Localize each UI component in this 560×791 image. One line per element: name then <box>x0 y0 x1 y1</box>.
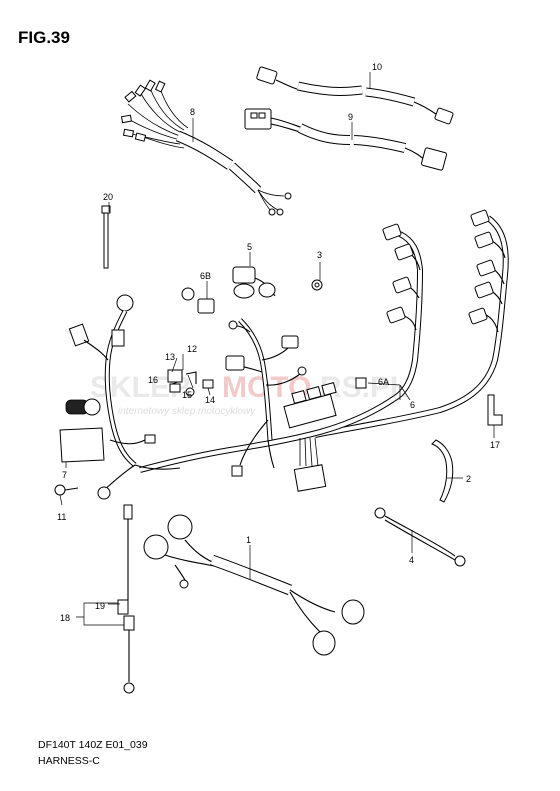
part-14-clip <box>202 379 214 389</box>
callout-5: 5 <box>247 242 252 252</box>
callout-1: 1 <box>246 535 251 545</box>
part-6-main-harness <box>139 209 509 492</box>
callout-6: 6 <box>410 400 415 410</box>
part-11-bolt <box>54 484 79 496</box>
callout-9: 9 <box>348 112 353 122</box>
part-6b-relay <box>181 287 215 314</box>
part-4-ground-wire <box>374 507 466 567</box>
footer-figure-code: DF140T 140Z E01_039 <box>38 739 148 751</box>
callout-16: 16 <box>148 375 158 385</box>
callout-6b: 6B <box>200 271 211 281</box>
part-10-harness <box>256 66 454 125</box>
watermark-tagline: internetowy sklep motocyklowy <box>118 406 256 417</box>
small-parts-12-16 <box>167 369 214 397</box>
figure-title: FIG.39 <box>18 28 70 47</box>
part-7-harness <box>59 294 181 500</box>
callout-labels: 10 9 8 20 5 3 6B 6A 6 12 13 16 15 14 7 1… <box>57 62 500 623</box>
callout-19: 19 <box>95 601 105 611</box>
part-15-nut <box>185 387 195 397</box>
callout-2: 2 <box>466 474 471 484</box>
part-8-harness <box>120 79 292 216</box>
parts-18-19-wire <box>117 504 135 694</box>
callout-20: 20 <box>103 192 113 202</box>
callout-6a: 6A <box>378 377 389 387</box>
callout-17: 17 <box>490 440 500 450</box>
part-20-cable-tie <box>101 205 111 269</box>
part-3-clip <box>311 279 323 291</box>
callout-8: 8 <box>190 107 195 117</box>
callout-14: 14 <box>205 395 215 405</box>
callout-7: 7 <box>62 470 67 480</box>
part-16-holder <box>169 383 181 393</box>
leader-lines <box>59 72 495 626</box>
part-12-bracket <box>185 371 197 384</box>
part-13-relay <box>167 369 183 383</box>
callout-18: 18 <box>60 613 70 623</box>
callout-13: 13 <box>165 352 175 362</box>
callout-12: 12 <box>187 344 197 354</box>
callout-10: 10 <box>372 62 382 72</box>
part-17-clip <box>487 394 503 426</box>
footer-figure-name: HARNESS-C <box>38 755 100 767</box>
part-5-grommet <box>232 266 276 299</box>
part-1-harness <box>143 514 365 656</box>
callout-3: 3 <box>317 250 322 260</box>
callout-4: 4 <box>409 555 414 565</box>
callout-11: 11 <box>57 512 66 522</box>
callout-15: 15 <box>182 390 192 400</box>
part-9-harness <box>244 108 448 171</box>
part-2-bracket <box>431 439 454 503</box>
